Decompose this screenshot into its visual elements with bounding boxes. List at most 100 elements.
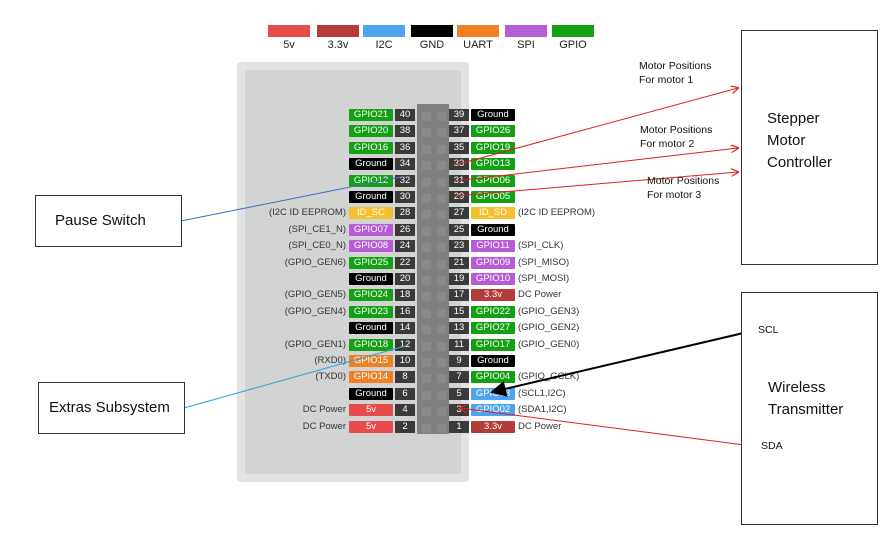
pin-number: 38 xyxy=(395,125,415,138)
pin-number: 19 xyxy=(449,273,469,285)
header-pin xyxy=(422,374,431,384)
pin-label: Ground xyxy=(349,191,393,203)
pin-number: 36 xyxy=(395,141,415,154)
legend-swatch-1 xyxy=(268,25,310,37)
pin-number: 9 xyxy=(449,355,469,367)
pin-label: ID_SC xyxy=(349,207,393,220)
wireless-line-1: Wireless xyxy=(768,379,826,396)
header-pin xyxy=(437,243,446,253)
pin-label: GPIO12 xyxy=(349,174,393,187)
header-pin xyxy=(422,341,431,351)
pin-number: 2 xyxy=(395,420,415,433)
header-pin xyxy=(422,128,431,138)
motor2-label-2: For motor 2 xyxy=(640,138,695,150)
pin-number: 6 xyxy=(395,387,415,400)
pin-number: 28 xyxy=(395,207,415,220)
pin-function-note: (GPIO_GEN3) xyxy=(518,305,580,317)
pin-label: GPIO26 xyxy=(471,125,515,138)
legend-label: UART xyxy=(463,39,493,51)
pin-label: 3.3v xyxy=(471,289,515,302)
pause-switch-label: Pause Switch xyxy=(55,212,146,229)
pin-label: GPIO02 xyxy=(471,404,515,417)
motor1-label-2: For motor 1 xyxy=(639,74,694,86)
pin-function-note: (SPI_CE1_N) xyxy=(288,223,346,235)
pin-number: 17 xyxy=(449,289,469,302)
header-pin xyxy=(437,308,446,318)
pin-function-note: DC Power xyxy=(302,404,346,416)
pin-number: 11 xyxy=(449,338,469,351)
pin-function-note: (SPI_CLK) xyxy=(518,240,564,252)
header-pin xyxy=(437,276,446,285)
pin-number: 14 xyxy=(395,322,415,335)
pin-number: 30 xyxy=(395,191,415,203)
pin-function-note: (SPI_MISO) xyxy=(518,256,570,268)
legend-label: GND xyxy=(419,39,445,51)
header-pin xyxy=(437,177,446,187)
pin-number: 15 xyxy=(449,305,469,318)
header-pin xyxy=(437,112,446,121)
stepper-line-2: Motor xyxy=(767,132,806,149)
pin-label: GPIO23 xyxy=(349,305,393,318)
header-pin xyxy=(422,423,431,433)
pin-label: GPIO04 xyxy=(471,371,515,384)
pin-function-note: (SPI_CE0_N) xyxy=(288,240,346,252)
pin-number: 18 xyxy=(395,289,415,302)
header-pin xyxy=(422,226,431,236)
header-pin xyxy=(422,112,431,121)
pin-label: GPIO16 xyxy=(349,141,393,154)
pin-function-note: (SCL1,I2C) xyxy=(518,387,566,399)
motor2-line xyxy=(454,148,738,182)
pin-label: 5v xyxy=(349,420,393,433)
pin-label: GPIO27 xyxy=(471,322,515,335)
header-pin xyxy=(437,374,446,384)
pin-number: 22 xyxy=(395,256,415,269)
header-pin xyxy=(437,161,446,171)
header-pin xyxy=(437,341,446,351)
pin-function-note: (SDA1,I2C) xyxy=(518,404,567,416)
sda-line xyxy=(460,408,753,447)
motor1-line xyxy=(454,88,738,166)
pin-label: GPIO08 xyxy=(349,240,393,253)
motor3-label-2: For motor 3 xyxy=(647,189,702,201)
pin-label: Ground xyxy=(349,322,393,335)
pin-number: 37 xyxy=(449,125,469,138)
pin-label: 3.3v xyxy=(471,420,515,433)
legend-swatch-3 xyxy=(363,25,405,37)
sda-label: SDA xyxy=(761,440,783,452)
scl-label: SCL xyxy=(758,324,779,336)
legend-label: 5v xyxy=(283,39,295,51)
pin-number: 13 xyxy=(449,322,469,335)
pin-label: GPIO14 xyxy=(349,371,393,384)
pin-function-note: (I2C ID EEPROM) xyxy=(268,207,346,219)
pin-number: 10 xyxy=(395,355,415,367)
header-pin xyxy=(437,292,446,302)
pin-label: GPIO13 xyxy=(471,158,515,171)
header-pin xyxy=(422,194,431,203)
pin-label: GPIO19 xyxy=(471,141,515,154)
stepper-line-1: Stepper xyxy=(767,110,820,127)
motor3-label-1: Motor Positions xyxy=(647,175,720,187)
motor3-line xyxy=(454,172,738,197)
header-pin xyxy=(437,358,446,367)
pin-number: 39 xyxy=(449,109,469,121)
header-pin xyxy=(437,144,446,154)
pin-function-note: (TXD0) xyxy=(315,371,346,383)
header-pin xyxy=(422,325,431,335)
header-pin xyxy=(437,325,446,335)
header-pin xyxy=(437,128,446,138)
header-pin xyxy=(437,423,446,433)
pin-number: 8 xyxy=(395,371,415,384)
pin-number: 20 xyxy=(395,273,415,285)
pin-function-note: DC Power xyxy=(302,420,346,432)
header-pin xyxy=(422,390,431,400)
pin-number: 40 xyxy=(395,109,415,121)
pin-function-note: DC Power xyxy=(518,289,562,301)
pin-label: Ground xyxy=(349,387,393,400)
pin-label: Ground xyxy=(349,273,393,285)
pin-function-note: (GPIO_GCLK) xyxy=(518,371,580,383)
header-pin xyxy=(422,259,431,269)
header-pin xyxy=(422,161,431,171)
pin-function-note: DC Power xyxy=(518,420,562,432)
wireless-line-2: Transmitter xyxy=(768,401,844,418)
